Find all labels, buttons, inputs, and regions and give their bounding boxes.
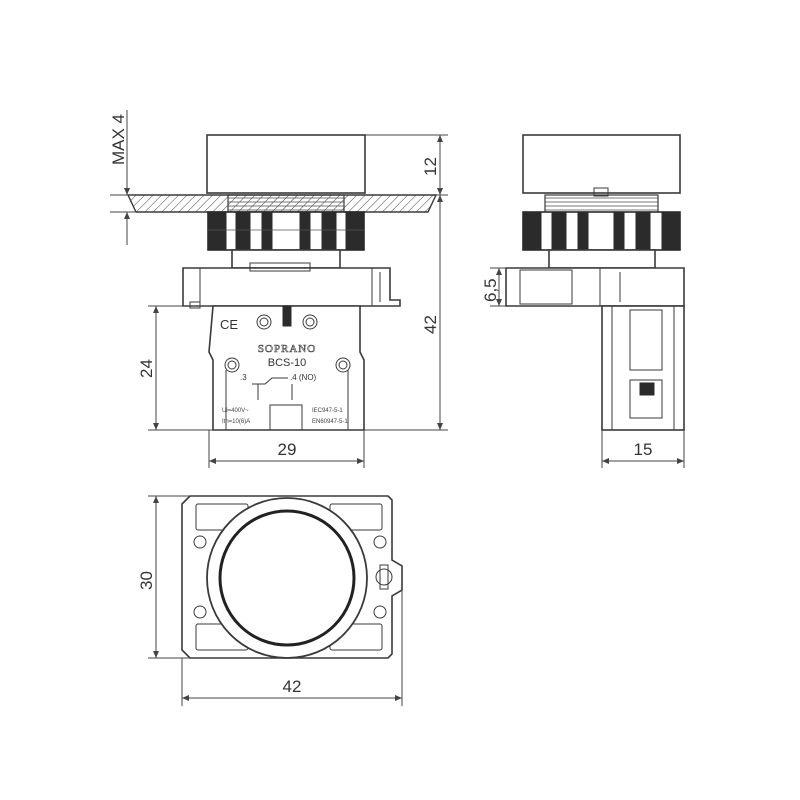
standard-2: EN60947-5-1 xyxy=(312,419,348,425)
side-threaded-sleeve xyxy=(544,194,659,214)
threaded-sleeve xyxy=(227,194,345,214)
standard-1: IEC947-5-1 xyxy=(312,408,343,414)
brand-label: SOPRANO xyxy=(258,343,316,355)
mounting-adaptor xyxy=(182,267,401,307)
dim-12: 12 xyxy=(421,157,440,176)
model-label: BCS-10 xyxy=(268,357,307,369)
mounting-nut xyxy=(207,211,365,251)
dim-42-vertical: 42 xyxy=(421,315,440,334)
dim-24: 24 xyxy=(137,359,156,378)
dim-29: 29 xyxy=(278,440,297,459)
side-neck xyxy=(548,249,656,269)
top-dimensions: 30 42 xyxy=(137,495,403,706)
adaptor-slot xyxy=(249,262,311,272)
terminal-3-label: .3 xyxy=(240,373,247,382)
top-button-face xyxy=(218,509,356,647)
ce-mark: CE xyxy=(220,317,238,332)
side-button-cap xyxy=(522,134,681,194)
top-view xyxy=(181,495,403,659)
terminal-4-label: .4 (NO) xyxy=(290,373,317,382)
dim-30: 30 xyxy=(137,571,156,590)
side-contact-block xyxy=(601,305,685,431)
dim-42-horizontal: 42 xyxy=(283,677,302,696)
front-view: CE SOPRANO BCS-10 .3 .4 (NO) Ui=400V~ It… xyxy=(126,134,438,431)
terminal-screws xyxy=(224,314,351,373)
side-mounting-adaptor xyxy=(505,267,685,307)
rating-ith: Ith=10(6)A xyxy=(222,419,250,425)
side-mounting-nut xyxy=(522,211,681,251)
front-dimensions: MAX 4 12 42 24 29 xyxy=(109,110,448,468)
rating-ui: Ui=400V~ xyxy=(222,408,249,414)
dim-15: 15 xyxy=(634,440,653,459)
dim-6-5: 6,5 xyxy=(481,278,500,302)
neck xyxy=(231,249,341,269)
button-cap xyxy=(206,134,366,194)
side-dimensions: 6,5 15 xyxy=(481,267,685,468)
dim-max4: MAX 4 xyxy=(109,114,128,165)
side-view xyxy=(505,134,685,431)
